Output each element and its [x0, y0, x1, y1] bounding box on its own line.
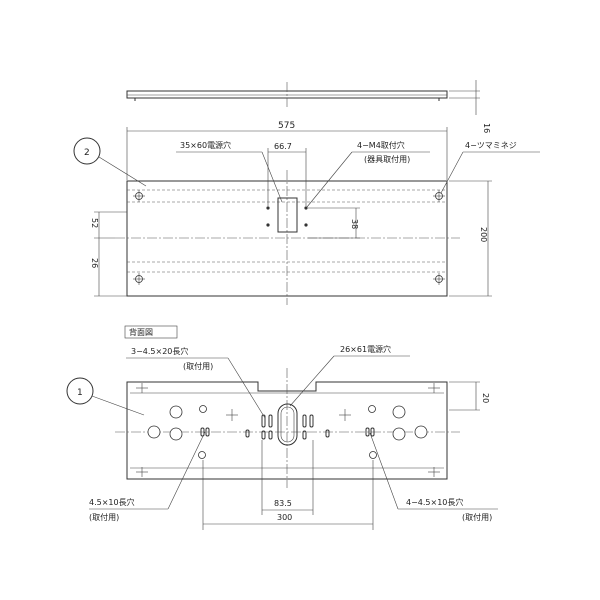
label-slot-left: 4.5×10長穴	[89, 497, 135, 507]
part-number-2: 2	[84, 148, 90, 158]
label-slot-left-sub: (取付用)	[89, 512, 119, 522]
label-m4-hole-sub: (器具取付用)	[364, 154, 410, 164]
top-view: 575 66.7 38	[73, 121, 540, 305]
dim-hole-spacing-top: 66.7	[274, 142, 292, 151]
part-number-1: 1	[77, 388, 83, 398]
power-hole-top	[277, 197, 298, 233]
dim-26: 26	[90, 258, 99, 268]
dim-overall-length: 575	[278, 121, 295, 131]
label-slot-3x-sub: (取付用)	[183, 361, 213, 371]
knob-screw-icon	[133, 190, 445, 285]
dim-20: 20	[481, 393, 490, 403]
dim-300: 300	[277, 513, 292, 522]
side-view: 16	[126, 80, 491, 133]
label-slot-3x: 3−4.5×20長穴	[131, 346, 188, 356]
label-back-view: 背面図	[129, 327, 153, 337]
back-view: 背面図	[66, 325, 498, 530]
m4-hole-icon	[266, 206, 308, 227]
label-slot-right: 4−4.5×10長穴	[406, 497, 463, 507]
label-slot-right-sub: (取付用)	[462, 512, 492, 522]
dim-overall-width: 200	[479, 227, 488, 242]
power-hole-back	[277, 403, 298, 446]
label-power-hole-top: 35×60電源穴	[180, 140, 231, 150]
dim-52: 52	[90, 218, 99, 228]
label-power-hole-back: 26×61電源穴	[340, 344, 391, 354]
slot-icon	[200, 414, 375, 440]
dim-38: 38	[350, 219, 359, 229]
label-m4-hole: 4−M4取付穴	[357, 140, 405, 150]
dim-side-thickness: 16	[482, 123, 491, 133]
label-knob-screw: 4−ツマミネジ	[465, 141, 517, 150]
dim-83-5: 83.5	[274, 499, 292, 508]
